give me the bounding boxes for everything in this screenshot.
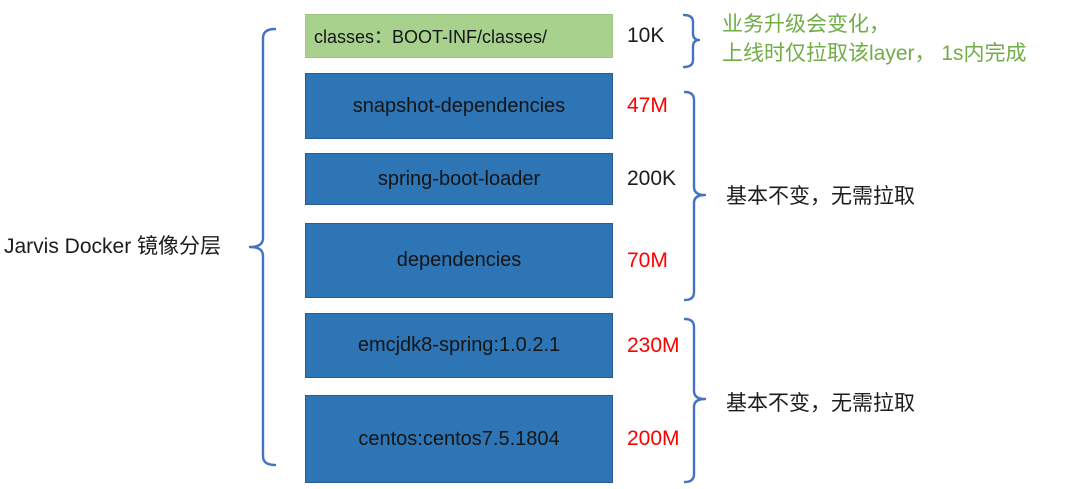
bottom-curly-brace-icon — [684, 317, 706, 484]
top-curly-brace-icon — [682, 13, 700, 69]
annotation-top: 业务升级会变化， 上线时仅拉取该layer， 1s内完成 — [722, 10, 1027, 68]
left-curly-brace-icon — [248, 27, 276, 467]
root-label: Jarvis Docker 镜像分层 — [4, 235, 222, 258]
annotation-middle: 基本不变，无需拉取 — [726, 185, 915, 208]
layer-label: dependencies — [396, 249, 522, 271]
annotation-bottom: 基本不变，无需拉取 — [726, 392, 915, 415]
layer-box-dependencies: dependencies — [305, 223, 613, 298]
middle-curly-brace-icon — [684, 90, 706, 302]
layer-size-dependencies: 70M — [627, 248, 668, 272]
layer-size-centos: 200M — [627, 427, 680, 450]
layer-size-loader: 200K — [627, 167, 677, 190]
layer-label: centos:centos7.5.1804 — [358, 427, 560, 450]
layer-label: snapshot-dependencies — [352, 94, 566, 117]
layer-size-snapshot: 47M — [627, 94, 668, 117]
layer-label: classes：BOOT-INF/classes/ — [314, 27, 548, 47]
layer-box-spring-boot-loader: spring-boot-loader — [305, 153, 613, 205]
annotation-top-line2: 上线时仅拉取该layer， 1s内完成 — [722, 42, 1027, 65]
layer-box-centos: centos:centos7.5.1804 — [305, 395, 613, 483]
annotation-top-line1: 业务升级会变化， — [722, 13, 890, 36]
layer-box-classes: classes：BOOT-INF/classes/ — [305, 14, 613, 58]
layer-size-classes: 10K — [627, 24, 665, 47]
layer-label: spring-boot-loader — [377, 167, 541, 190]
layer-label: emcjdk8-spring:1.0.2.1 — [357, 334, 561, 356]
layer-size-emcjdk8: 230M — [627, 333, 680, 357]
layer-box-emcjdk8-spring: emcjdk8-spring:1.0.2.1 — [305, 313, 613, 378]
layer-box-snapshot-dependencies: snapshot-dependencies — [305, 73, 613, 139]
